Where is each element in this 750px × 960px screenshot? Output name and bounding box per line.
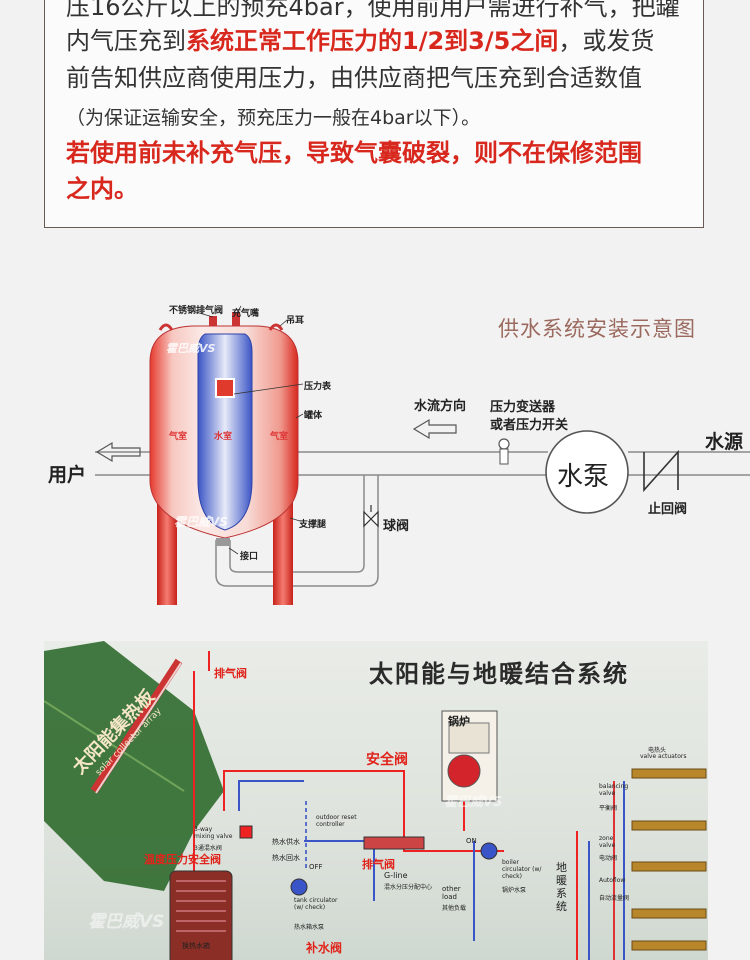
user-outflow-arrow (95, 441, 141, 463)
label-safety-valve: 安全阀 (366, 752, 408, 768)
leaf-shape (44, 641, 224, 891)
label-hot-water-tank: 换热水箱 (182, 942, 210, 950)
label-vent-top: 排气阀 (214, 667, 247, 680)
hot-water-tank (169, 870, 233, 960)
solar-collector-panel (90, 658, 183, 794)
label-autoflow-en: Autoflow (599, 877, 626, 884)
label-balancing-en: balancing valve (599, 783, 629, 797)
label-user: 用户 (48, 464, 87, 486)
label-temp-pressure-valve: 温度压力安全阀 (144, 853, 221, 866)
label-mixing-valve-en: 3-way mixing valve (194, 826, 233, 840)
label-hot-return: 热水回水 (272, 854, 300, 862)
label-pump: 水泵 (557, 462, 610, 492)
notice-highlight: 系统正常工作压力的1/2到3/5之间 (186, 27, 559, 55)
label-zone-valve-en: zone valve (599, 835, 616, 849)
main-pipe (95, 451, 750, 587)
label-water-room: 水室 (214, 432, 233, 442)
notice-line-2-pre: 内气压充到 (66, 27, 186, 55)
tank-leg-right (273, 495, 293, 605)
label-autoflow-cn: 自动流量阀 (599, 895, 630, 902)
mixing-valve-icon (239, 825, 253, 839)
tank-circulator-icon (290, 878, 308, 896)
diagram-watermark-top: 霍巴威VS (166, 342, 216, 355)
label-boiler-circulator-en: boiler circulator (w/ check) (502, 859, 542, 880)
charge-nozzle (232, 312, 240, 326)
label-air-left: 气室 (169, 432, 188, 442)
boiler-circulator-icon (480, 842, 498, 860)
notice-line-4: （为保证运输安全，预充压力一般在4bar以下）。 (66, 107, 481, 129)
water-supply-diagram (95, 305, 750, 605)
hot-pipes (193, 651, 578, 960)
photo-watermark-left: 霍巴威VS (88, 912, 165, 932)
label-refill: 补水阀 (306, 941, 343, 955)
label-transmitter-1: 压力变送器 (490, 400, 556, 415)
pump-icon (545, 430, 629, 514)
label-floor-heating: 地暖系统 (556, 861, 567, 913)
notice-box (44, 0, 704, 228)
label-boiler: 锅炉 (448, 715, 470, 728)
label-outdoor-controller: outdoor reset controller (316, 814, 357, 828)
notice-line-2: 内气压充到系统正常工作压力的1/2到3/5之间，或发货 (66, 25, 654, 57)
label-support-leg: 支撑腿 (299, 520, 327, 530)
label-balancing-cn: 平衡阀 (599, 805, 618, 812)
label-manifold: 混水分压分配中心 (384, 884, 433, 891)
label-valve-head-cn: 电热头 (648, 747, 667, 754)
diagram-watermark-bottom: 霍巴威VS (174, 515, 228, 529)
diagram-title: 供水系统安装示意图 (498, 317, 696, 341)
transmitter-icon (498, 438, 510, 450)
label-transmitter-2: 或者压力开关 (490, 418, 569, 433)
lifting-ear-left (158, 323, 174, 331)
lifting-ear-right (268, 323, 284, 331)
tank-outlet (216, 538, 230, 546)
label-mixing-valve-cn: 3通混水阀 (194, 845, 222, 852)
label-gline: G-line (384, 871, 408, 880)
stainless-vent (209, 316, 217, 326)
water-bladder (197, 333, 253, 531)
ball-valve-icon (363, 510, 379, 528)
warning-line-2: 之内。 (66, 175, 138, 203)
label-ball-valve: 球阀 (383, 519, 410, 534)
solar-heating-graphic (44, 641, 707, 960)
label-charge-nozzle: 充气嘴 (232, 309, 260, 319)
photo-title: 太阳能与地暖结合系统 (369, 659, 629, 688)
notice-line-3: 前告知供应商使用压力，由供应商把气压充到合适数值 (66, 64, 642, 92)
label-stainless-vent: 不锈钢排气阀 (169, 306, 224, 316)
label-zone-valve-cn: 电动阀 (599, 855, 618, 862)
distribution-manifold (363, 836, 425, 850)
label-check-valve: 止回阀 (648, 502, 688, 517)
solar-heating-photo: 太阳能与地暖结合系统 太阳能集热板 solar collector array … (44, 641, 708, 960)
flow-direction-arrow (412, 418, 457, 440)
label-off: OFF (309, 863, 323, 871)
warning-line-1: 若使用前未补充气压，导致气囊破裂，则不在保修范围 (66, 139, 642, 167)
label-tank-body: 罐体 (304, 411, 323, 421)
label-vent-mid: 排气阀 (362, 858, 395, 871)
tank-leg-left (157, 495, 177, 605)
label-other-load-en: other load (442, 885, 461, 901)
label-valve-head-en: valve actuators (640, 753, 687, 760)
label-on: ON (466, 837, 477, 845)
label-other-load-cn: 其他负载 (442, 905, 467, 912)
notice-line-1: 压16公斤以上的预充4bar，使用前用户需进行补气，把罐 (66, 0, 680, 21)
floor-manifolds (631, 768, 707, 951)
label-interface: 接口 (240, 552, 259, 562)
photo-watermark-right: 霍巴威VS (444, 795, 503, 810)
label-tank-circulator-en: tank circulator (w/ check) (294, 897, 338, 911)
label-lifting-ear: 吊耳 (286, 316, 305, 326)
label-water-source: 水源 (705, 431, 744, 453)
label-air-right: 气室 (270, 432, 289, 442)
label-boiler-circulator-cn: 锅炉水泵 (502, 887, 527, 894)
boiler-burner (447, 754, 481, 788)
label-tank-circulator-cn: 热水箱水泵 (294, 924, 325, 931)
label-flow-direction: 水流方向 (414, 399, 467, 414)
notice-line-2-post: ，或发货 (558, 27, 655, 55)
check-valve-icon (643, 449, 679, 493)
pressure-gauge-mark (215, 378, 235, 398)
label-hot-supply: 热水供水 (272, 838, 300, 846)
label-pressure-gauge: 压力表 (304, 382, 332, 392)
